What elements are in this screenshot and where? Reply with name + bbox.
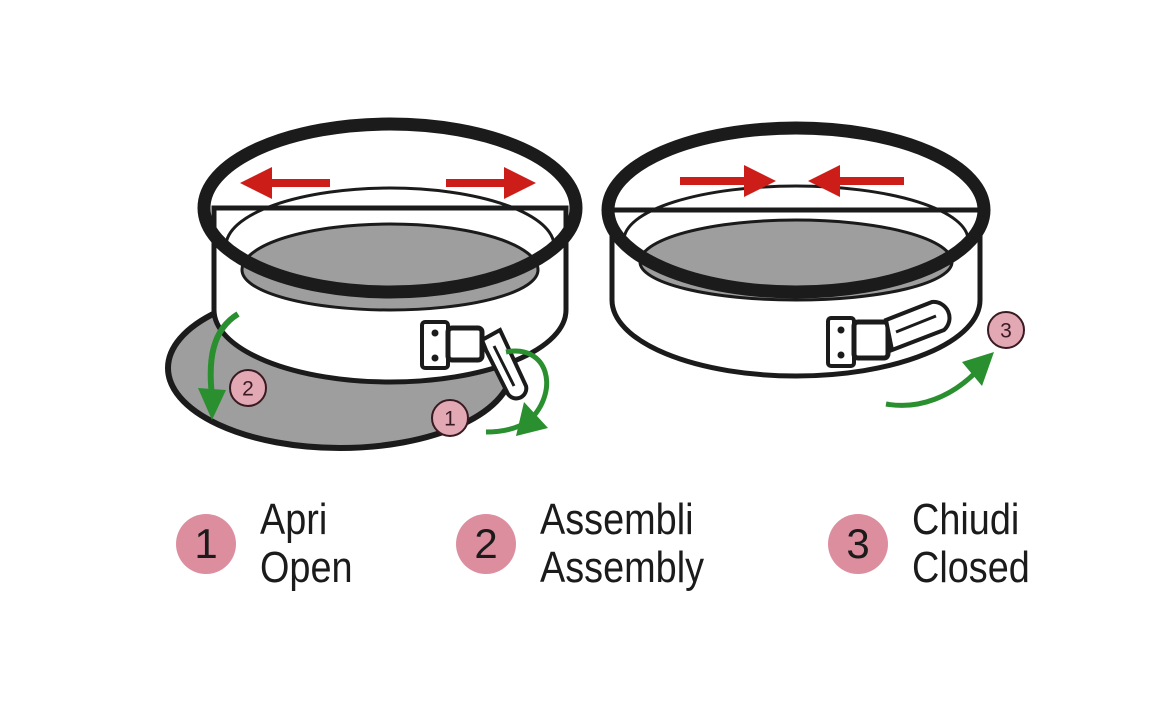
pan2-contract-arrows: [680, 165, 904, 197]
pan1-release-arrow: [485, 348, 549, 436]
step-label-italian: Assembli: [540, 495, 694, 544]
pan1-callout-2: 2: [229, 369, 267, 407]
legend-step-3: 3 Chiudi Closed: [828, 494, 1049, 594]
pan1-top-rim: [197, 117, 583, 299]
pan-open-group: 2 1: [165, 117, 583, 451]
step-label-italian: Apri: [260, 495, 328, 544]
step-labels: Assembli Assembly: [540, 496, 704, 592]
pan2-callout-3: 3: [987, 311, 1025, 349]
pan1-latch-open: [420, 320, 529, 401]
svg-text:1: 1: [444, 408, 456, 431]
svg-text:2: 2: [242, 378, 254, 401]
pan1-callout-1: 1: [431, 399, 469, 437]
pan2-close-arrow: [885, 352, 994, 408]
step-badge: 2: [456, 514, 516, 574]
step-label-english: Assembly: [540, 543, 705, 592]
pan2-top-rim: [601, 121, 991, 299]
step-badge: 1: [176, 514, 236, 574]
step-label-italian: Chiudi: [912, 495, 1020, 544]
step-label-english: Closed: [912, 543, 1030, 592]
pan2-latch-closed: [826, 299, 952, 368]
pan-closed-group: 3: [601, 121, 1025, 408]
step-label-english: Open: [260, 543, 353, 592]
legend-step-2: 2 Assembli Assembly: [456, 494, 731, 594]
step-labels: Chiudi Closed: [912, 496, 1030, 592]
step-labels: Apri Open: [260, 496, 353, 592]
legend-step-1: 1 Apri Open: [176, 494, 368, 594]
pan1-assembly-arrow: [198, 311, 240, 420]
svg-text:3: 3: [1000, 320, 1012, 343]
step-badge: 3: [828, 514, 888, 574]
pan1-expand-arrows: [240, 167, 536, 199]
